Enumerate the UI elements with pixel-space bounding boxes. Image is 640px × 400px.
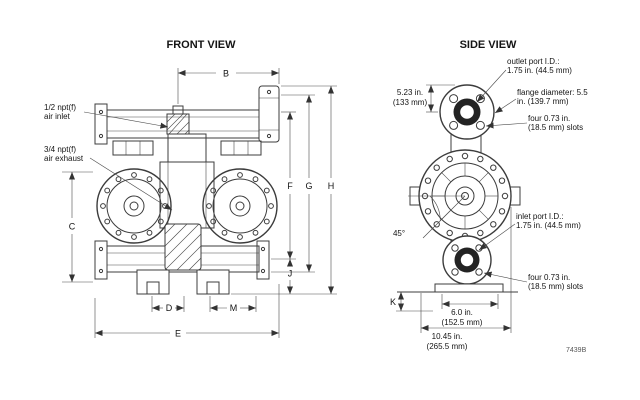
right-diaphragm-cap (202, 168, 278, 244)
front-bottom-right-flange (256, 240, 270, 280)
callout-outlet-port-line2: 1.75 in. (44.5 mm) (507, 66, 572, 75)
callout-slots-bottom-line1: four 0.73 in. (528, 273, 570, 282)
callout-height-line2: (133 mm) (393, 98, 428, 107)
front-view-drawing (94, 85, 280, 295)
air-inlet-leader (83, 111, 169, 129)
side-view-title: SIDE VIEW (460, 39, 517, 51)
front-top-left-flange (94, 103, 108, 145)
callout-air-exhaust-line1: 3/4 npt(f) (44, 145, 76, 154)
dim-label-g: G (305, 181, 312, 191)
dim-label-k: K (390, 297, 396, 307)
flange-diameter-leader (494, 98, 517, 114)
callout-width-line1: 6.0 in. (451, 308, 473, 317)
callout-depth-line2: (265.5 mm) (427, 342, 468, 351)
front-view-title: FRONT VIEW (166, 39, 236, 51)
callout-air-inlet-line1: 1/2 npt(f) (44, 103, 76, 112)
callout-flange-line1: flange diameter: 5.5 (517, 88, 588, 97)
slots-top-leader (485, 122, 528, 129)
dim-label-b: B (223, 69, 229, 79)
callout-air-inlet-line2: air inlet (44, 112, 71, 121)
callout-inlet-port-line1: inlet port I.D.: (516, 212, 564, 221)
inlet-port-leader (478, 223, 516, 251)
callout-width-line2: (152.5 mm) (442, 318, 483, 327)
air-exhaust-leader (89, 157, 173, 211)
front-view-dimension-lines (62, 68, 337, 338)
dim-label-m: M (230, 303, 238, 313)
callout-inlet-port-line2: 1.75 in. (44.5 mm) (516, 221, 581, 230)
dim-label-h: H (328, 181, 335, 191)
callout-flange-line2: in. (139.7 mm) (517, 97, 569, 106)
dim-label-f: F (287, 181, 293, 191)
dim-label-d: D (166, 303, 173, 313)
left-cap-bolts (100, 172, 168, 240)
right-cap-bolts (206, 172, 274, 240)
front-bottom-left-flange (94, 240, 108, 280)
outlet-port-leader (476, 69, 507, 103)
dim-label-c: C (69, 222, 76, 232)
callout-slots-top-line1: four 0.73 in. (528, 114, 570, 123)
callout-slots-top-line2: (18.5 mm) slots (528, 123, 583, 132)
side-view-drawing (397, 84, 521, 293)
callout-depth-line1: 10.45 in. (432, 332, 463, 341)
dim-label-e: E (175, 329, 181, 339)
callout-angle: 45° (393, 229, 405, 238)
base-plate (434, 283, 504, 293)
callout-air-exhaust-line2: air exhaust (44, 154, 84, 163)
callout-outlet-port-line1: outlet port I.D.: (507, 57, 559, 66)
doc-number: 7439B (566, 347, 587, 354)
callout-slots-bottom-line2: (18.5 mm) slots (528, 282, 583, 291)
side-view-dimension-lines (396, 69, 528, 333)
slots-bottom-leader (483, 271, 528, 283)
air-exhaust-muffler (164, 223, 202, 271)
callout-height-line1: 5.23 in. (397, 88, 423, 97)
dim-label-j: J (288, 269, 293, 279)
front-outlet-flange (258, 85, 280, 143)
